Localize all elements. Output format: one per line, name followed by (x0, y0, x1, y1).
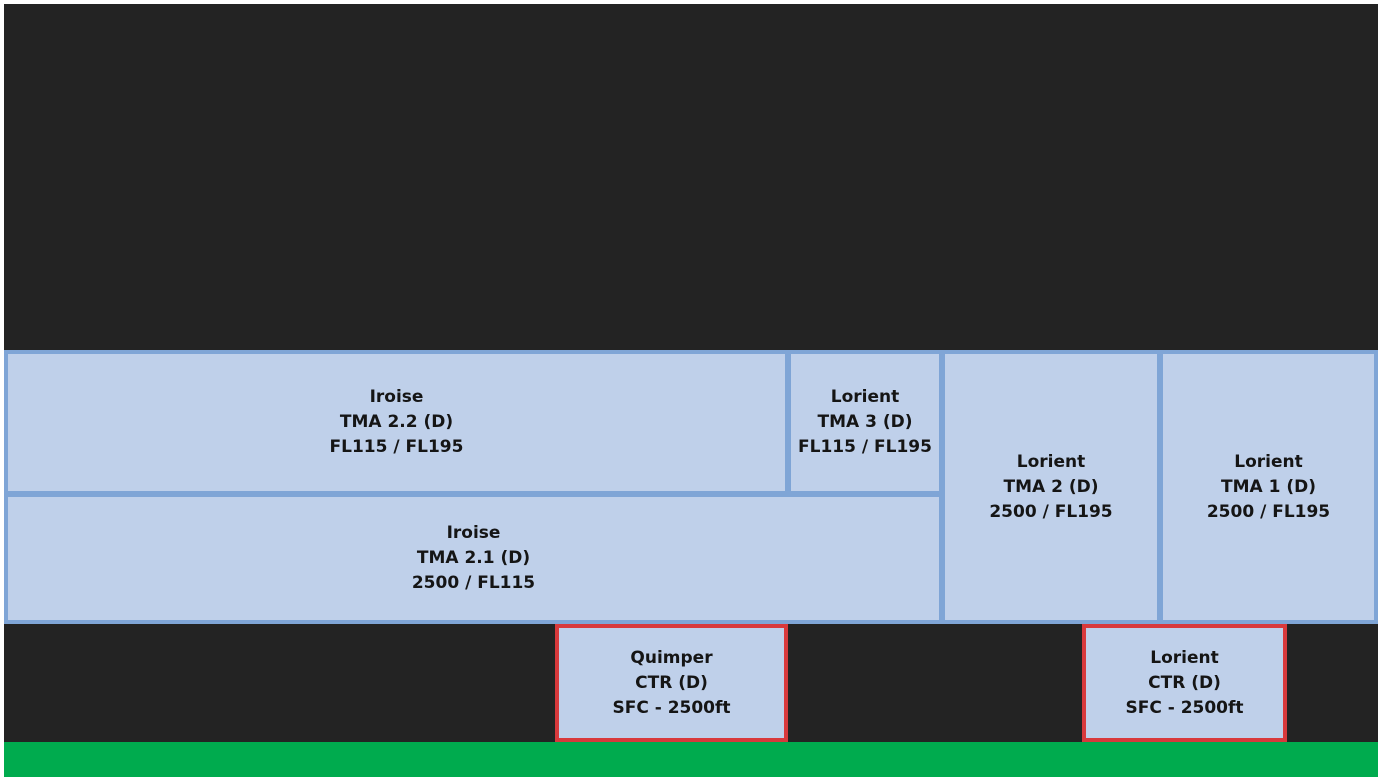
zone-iroise-tma-2-2: Iroise TMA 2.2 (D) FL115 / FL195 (4, 350, 789, 495)
zone-class: TMA 1 (D) (1221, 476, 1316, 497)
zone-quimper-ctr: Quimper CTR (D) SFC - 2500ft (555, 624, 788, 742)
zone-name: Lorient (1234, 451, 1303, 472)
zone-class: CTR (D) (635, 672, 708, 693)
zone-lorient-tma-2: Lorient TMA 2 (D) 2500 / FL195 (941, 350, 1161, 624)
zone-iroise-tma-2-1: Iroise TMA 2.1 (D) 2500 / FL115 (4, 493, 943, 624)
zone-name: Iroise (369, 387, 424, 407)
zone-name: Lorient (830, 387, 900, 407)
zone-name: Quimper (630, 647, 713, 668)
airspace-diagram: Iroise TMA 2.2 (D) FL115 / FL195 Lorient… (4, 4, 1378, 777)
zone-lorient-tma-1: Lorient TMA 1 (D) 2500 / FL195 (1159, 350, 1378, 624)
zone-class: TMA 3 (D) (817, 412, 913, 432)
zone-name: Iroise (446, 523, 501, 543)
zone-limits: SFC - 2500ft (612, 697, 731, 718)
zone-class: TMA 2 (D) (1003, 476, 1099, 497)
zone-limits: 2500 / FL115 (411, 573, 536, 593)
zone-lorient-tma-3: Lorient TMA 3 (D) FL115 / FL195 (787, 350, 943, 495)
zone-limits: FL115 / FL195 (329, 437, 464, 457)
zone-limits: 2500 / FL195 (989, 501, 1113, 522)
zone-name: Lorient (1150, 647, 1219, 668)
zone-class: TMA 2.2 (D) (339, 412, 454, 432)
zone-limits: SFC - 2500ft (1125, 697, 1244, 718)
zone-limits: FL115 / FL195 (798, 437, 932, 457)
zone-name: Lorient (1016, 451, 1086, 472)
zone-class: TMA 2.1 (D) (416, 548, 531, 568)
zone-lorient-ctr: Lorient CTR (D) SFC - 2500ft (1082, 624, 1287, 742)
zone-limits: 2500 / FL195 (1206, 501, 1331, 522)
ground-strip (4, 742, 1378, 777)
zone-class: CTR (D) (1148, 672, 1221, 693)
